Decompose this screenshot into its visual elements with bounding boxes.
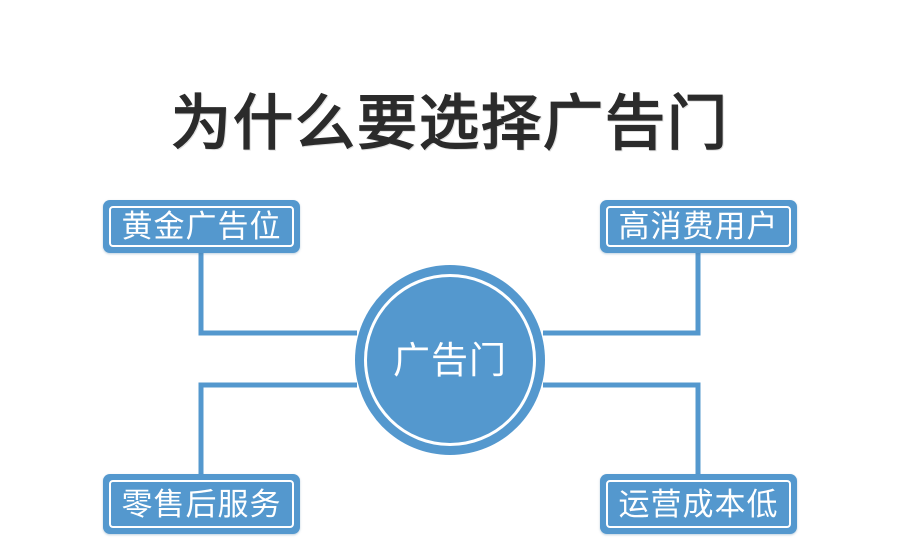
connector-bottom-left xyxy=(198,382,357,474)
connector-bottom-right xyxy=(543,382,701,474)
node-top-right-label: 高消费用户 xyxy=(618,209,779,244)
node-bottom-left[interactable]: 零售后服务 xyxy=(103,474,300,534)
node-bottom-right[interactable]: 运营成本低 xyxy=(600,474,797,534)
node-bottom-right-label: 运营成本低 xyxy=(618,486,779,522)
node-top-left-label: 黄金广告位 xyxy=(121,209,282,244)
page-title: 为什么要选择广告门 xyxy=(171,91,729,158)
connector-top-left xyxy=(198,253,357,336)
connector-top-right xyxy=(543,253,701,336)
node-bottom-left-label: 零售后服务 xyxy=(121,486,282,522)
center-hub-label: 广告门 xyxy=(393,339,507,381)
center-hub[interactable]: 广告门 xyxy=(355,265,545,455)
node-top-right[interactable]: 高消费用户 xyxy=(600,200,797,253)
node-top-left[interactable]: 黄金广告位 xyxy=(103,200,300,253)
